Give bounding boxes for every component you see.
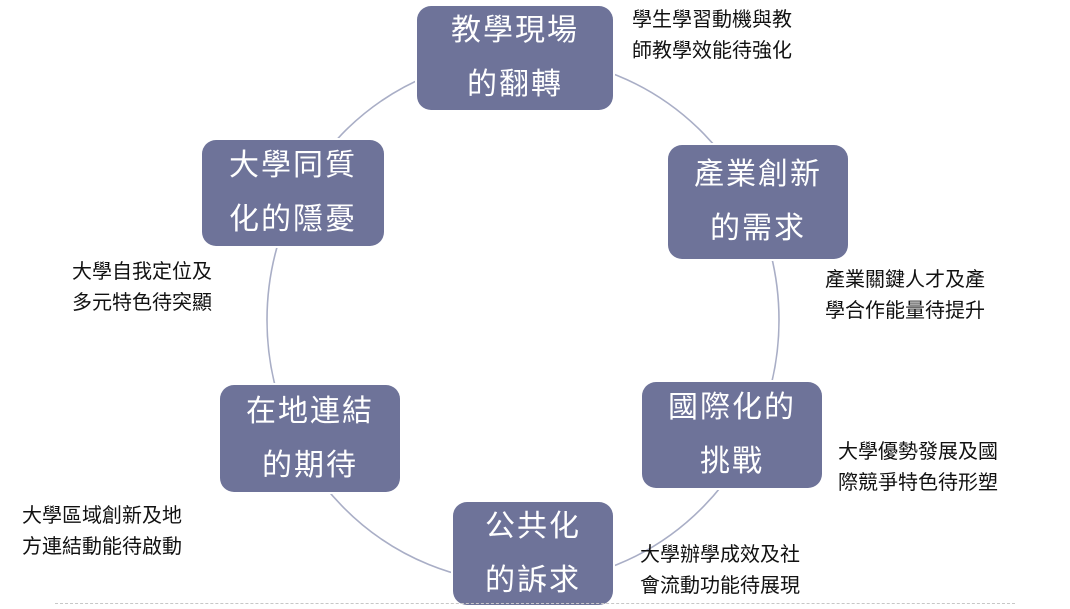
node-industry-innovation: 產業創新 的需求	[668, 145, 848, 259]
node-label-line1: 大學同質	[229, 148, 357, 183]
note-international: 大學優勢發展及國 際競爭特色待形塑	[838, 436, 998, 498]
note-line2: 多元特色待突顯	[72, 290, 212, 314]
node-teaching-transformation: 教學現場 的翻轉	[417, 6, 613, 110]
note-line1: 大學辦學成效及社	[640, 542, 800, 566]
note-homogeneity: 大學自我定位及 多元特色待突顯	[72, 256, 212, 318]
bottom-divider	[55, 603, 1015, 604]
note-line1: 大學自我定位及	[72, 259, 212, 283]
node-label-line2: 的翻轉	[467, 67, 563, 102]
note-teaching: 學生學習動機與教 師教學效能待強化	[632, 4, 792, 66]
note-line2: 方連結動能待啟動	[22, 534, 182, 558]
node-university-homogeneity: 大學同質 化的隱憂	[202, 140, 384, 246]
note-line2: 會流動功能待展現	[640, 573, 800, 597]
note-line1: 學生學習動機與教	[632, 7, 792, 31]
node-label-line1: 產業創新	[694, 157, 822, 192]
note-line1: 大學區域創新及地	[22, 503, 182, 527]
note-line1: 產業關鍵人才及產	[825, 267, 985, 291]
node-local-connection: 在地連結 的期待	[220, 385, 400, 492]
node-label-line2: 的期待	[262, 447, 358, 483]
note-local: 大學區域創新及地 方連結動能待啟動	[22, 500, 182, 562]
node-label-line2: 的需求	[710, 211, 806, 246]
node-label-line1: 在地連結	[246, 393, 374, 429]
note-line2: 學合作能量待提升	[825, 298, 985, 322]
node-label-line1: 國際化的	[668, 390, 796, 425]
node-label-line1: 教學現場	[451, 13, 579, 48]
note-line2: 際競爭特色待形塑	[838, 470, 998, 494]
node-label-line1: 公共化	[485, 508, 581, 544]
note-line2: 師教學效能待強化	[632, 38, 792, 62]
note-public: 大學辦學成效及社 會流動功能待展現	[640, 539, 800, 601]
node-label-line2: 挑戰	[700, 444, 764, 479]
note-industry: 產業關鍵人才及產 學合作能量待提升	[825, 264, 985, 326]
node-label-line2: 的訴求	[485, 562, 581, 598]
note-line1: 大學優勢發展及國	[838, 439, 998, 463]
node-internationalization: 國際化的 挑戰	[642, 382, 822, 488]
node-label-line2: 化的隱憂	[229, 202, 357, 237]
node-public-demand: 公共化 的訴求	[453, 502, 613, 605]
